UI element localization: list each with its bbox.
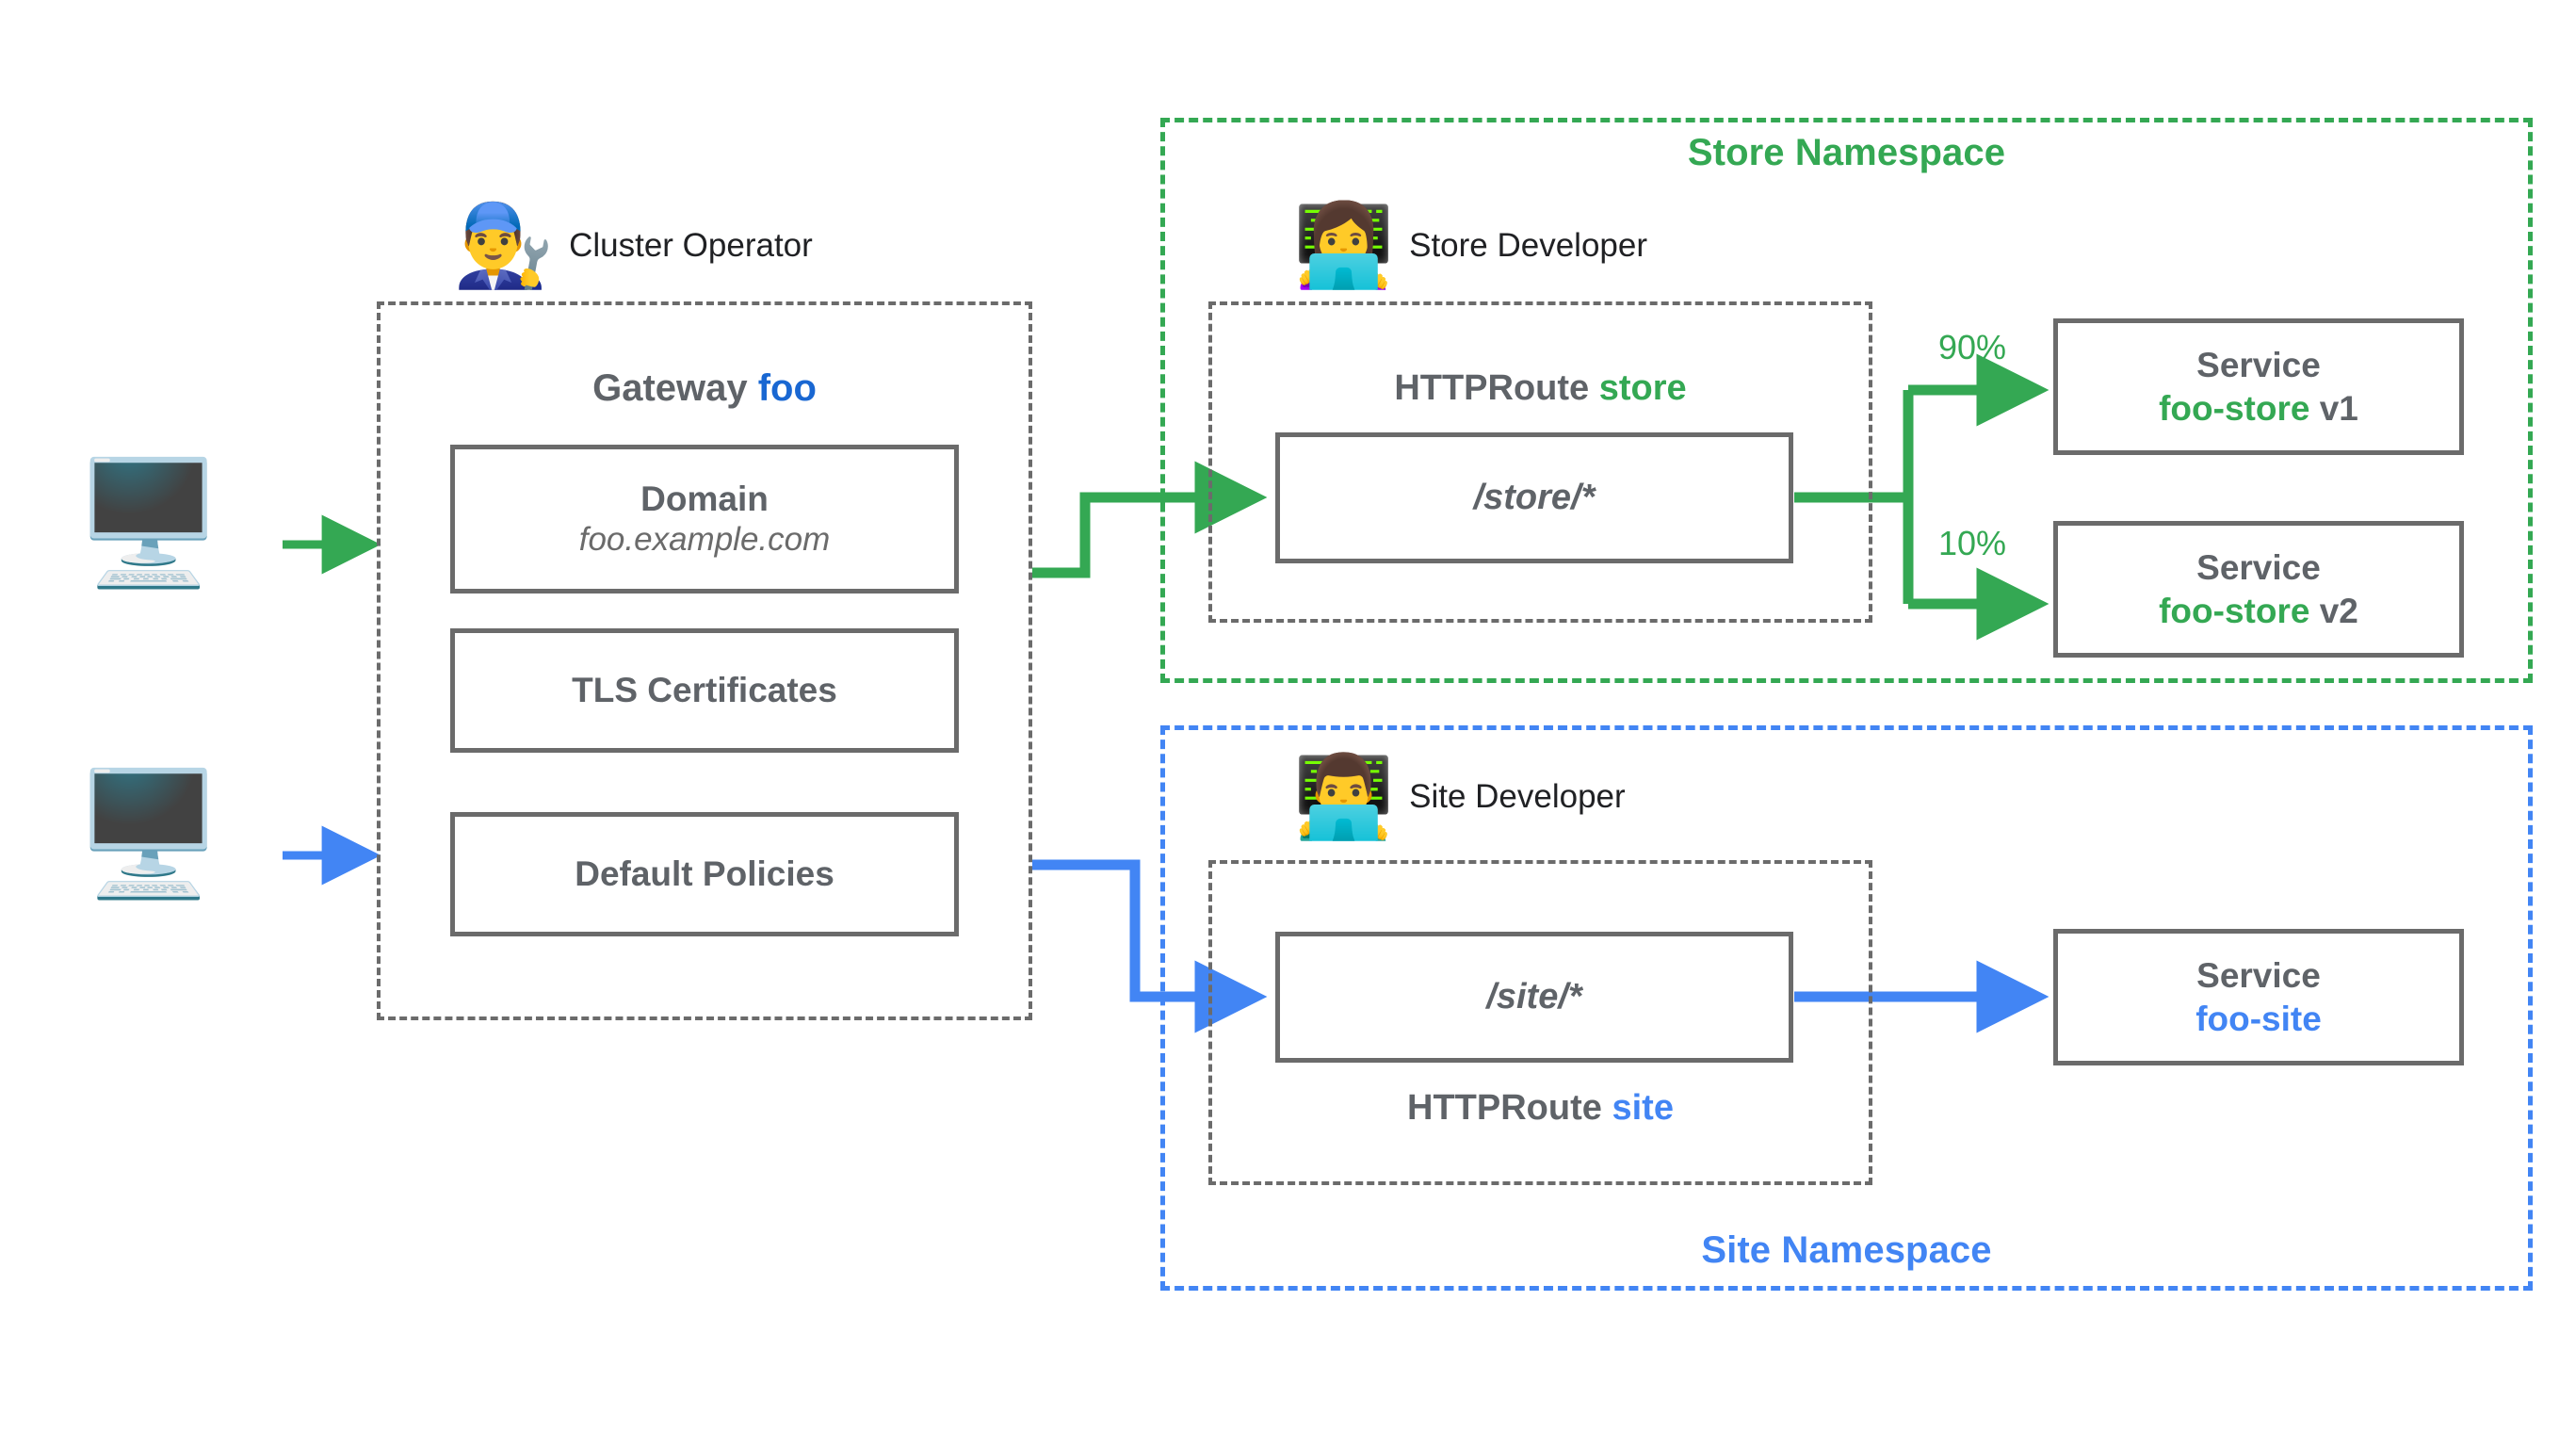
site-service-box[interactable]: Service foo-site [2053,929,2464,1065]
store-route-match-box[interactable]: /store/* [1275,432,1793,563]
desktop-computer-icon-top: 🖥️ [73,456,224,591]
desktop-computer-icon-bottom: 🖥️ [73,767,224,902]
site-route-path: /site/* [1486,977,1582,1017]
store-httproute-title-prefix: HTTPRoute [1394,368,1590,408]
store-service-v2-version: v2 [2319,591,2358,630]
site-httproute-name: site [1612,1088,1674,1128]
site-developer-label: Site Developer [1409,778,1626,815]
site-route-match-box[interactable]: /site/* [1275,932,1793,1063]
store-service-v2-name: foo-store [2159,591,2310,630]
persona-site-developer: 👨‍💻 Site Developer [1293,756,1626,837]
store-developer-label: Store Developer [1409,227,1648,264]
gateway-item-tls-certificates[interactable]: TLS Certificates [450,628,959,753]
store-namespace-label: Store Namespace [1687,132,2006,173]
store-service-v2-kind: Service [2196,548,2321,588]
gateway-item-tls-certificates-title: TLS Certificates [572,671,837,710]
gateway-item-domain[interactable]: Domain foo.example.com [450,445,959,594]
gateway-name: foo [757,367,817,409]
store-httproute-name: store [1598,368,1687,408]
gateway-item-domain-title: Domain [640,480,769,519]
store-service-v1-kind: Service [2196,346,2321,385]
persona-store-developer: 👩‍💻 Store Developer [1293,205,1647,286]
site-developer-avatar-icon: 👨‍💻 [1293,752,1395,842]
store-httproute-region [1208,301,1872,623]
store-httproute-title: HTTPRoute store [1208,368,1872,409]
gateway-region [377,301,1032,1020]
store-service-v1-version: v1 [2319,388,2358,428]
gateway-title: Gateway foo [377,367,1032,410]
store-backend-weight-v2: 10% [1938,524,2007,562]
site-httproute-region [1208,860,1872,1185]
site-httproute-title: HTTPRoute site [1208,1088,1872,1129]
site-service-name: foo-site [2195,999,2322,1038]
store-service-v1-box[interactable]: Service foo-store v1 [2053,318,2464,455]
persona-cluster-operator: 👨‍🔧 Cluster Operator [453,205,813,286]
gateway-item-domain-subtitle: foo.example.com [578,521,831,559]
store-service-v2-box[interactable]: Service foo-store v2 [2053,521,2464,658]
site-namespace-label: Site Namespace [1701,1229,1992,1271]
store-namespace-region [1160,118,2533,683]
store-service-v2-name-line: foo-store v2 [2159,590,2358,632]
gateway-item-default-policies[interactable]: Default Policies [450,812,959,936]
gateway-title-prefix: Gateway [592,367,748,409]
store-service-v1-name: foo-store [2159,388,2310,428]
gateway-item-default-policies-title: Default Policies [575,854,834,894]
site-service-kind: Service [2196,956,2321,996]
site-httproute-title-prefix: HTTPRoute [1407,1088,1602,1128]
store-route-path: /store/* [1473,478,1596,518]
store-backend-weight-v1: 90% [1938,328,2007,366]
store-developer-avatar-icon: 👩‍💻 [1293,201,1395,291]
cluster-operator-avatar-icon: 👨‍🔧 [453,201,555,291]
site-namespace-region [1160,725,2533,1291]
cluster-operator-label: Cluster Operator [569,227,813,264]
store-service-v1-name-line: foo-store v1 [2159,387,2358,430]
